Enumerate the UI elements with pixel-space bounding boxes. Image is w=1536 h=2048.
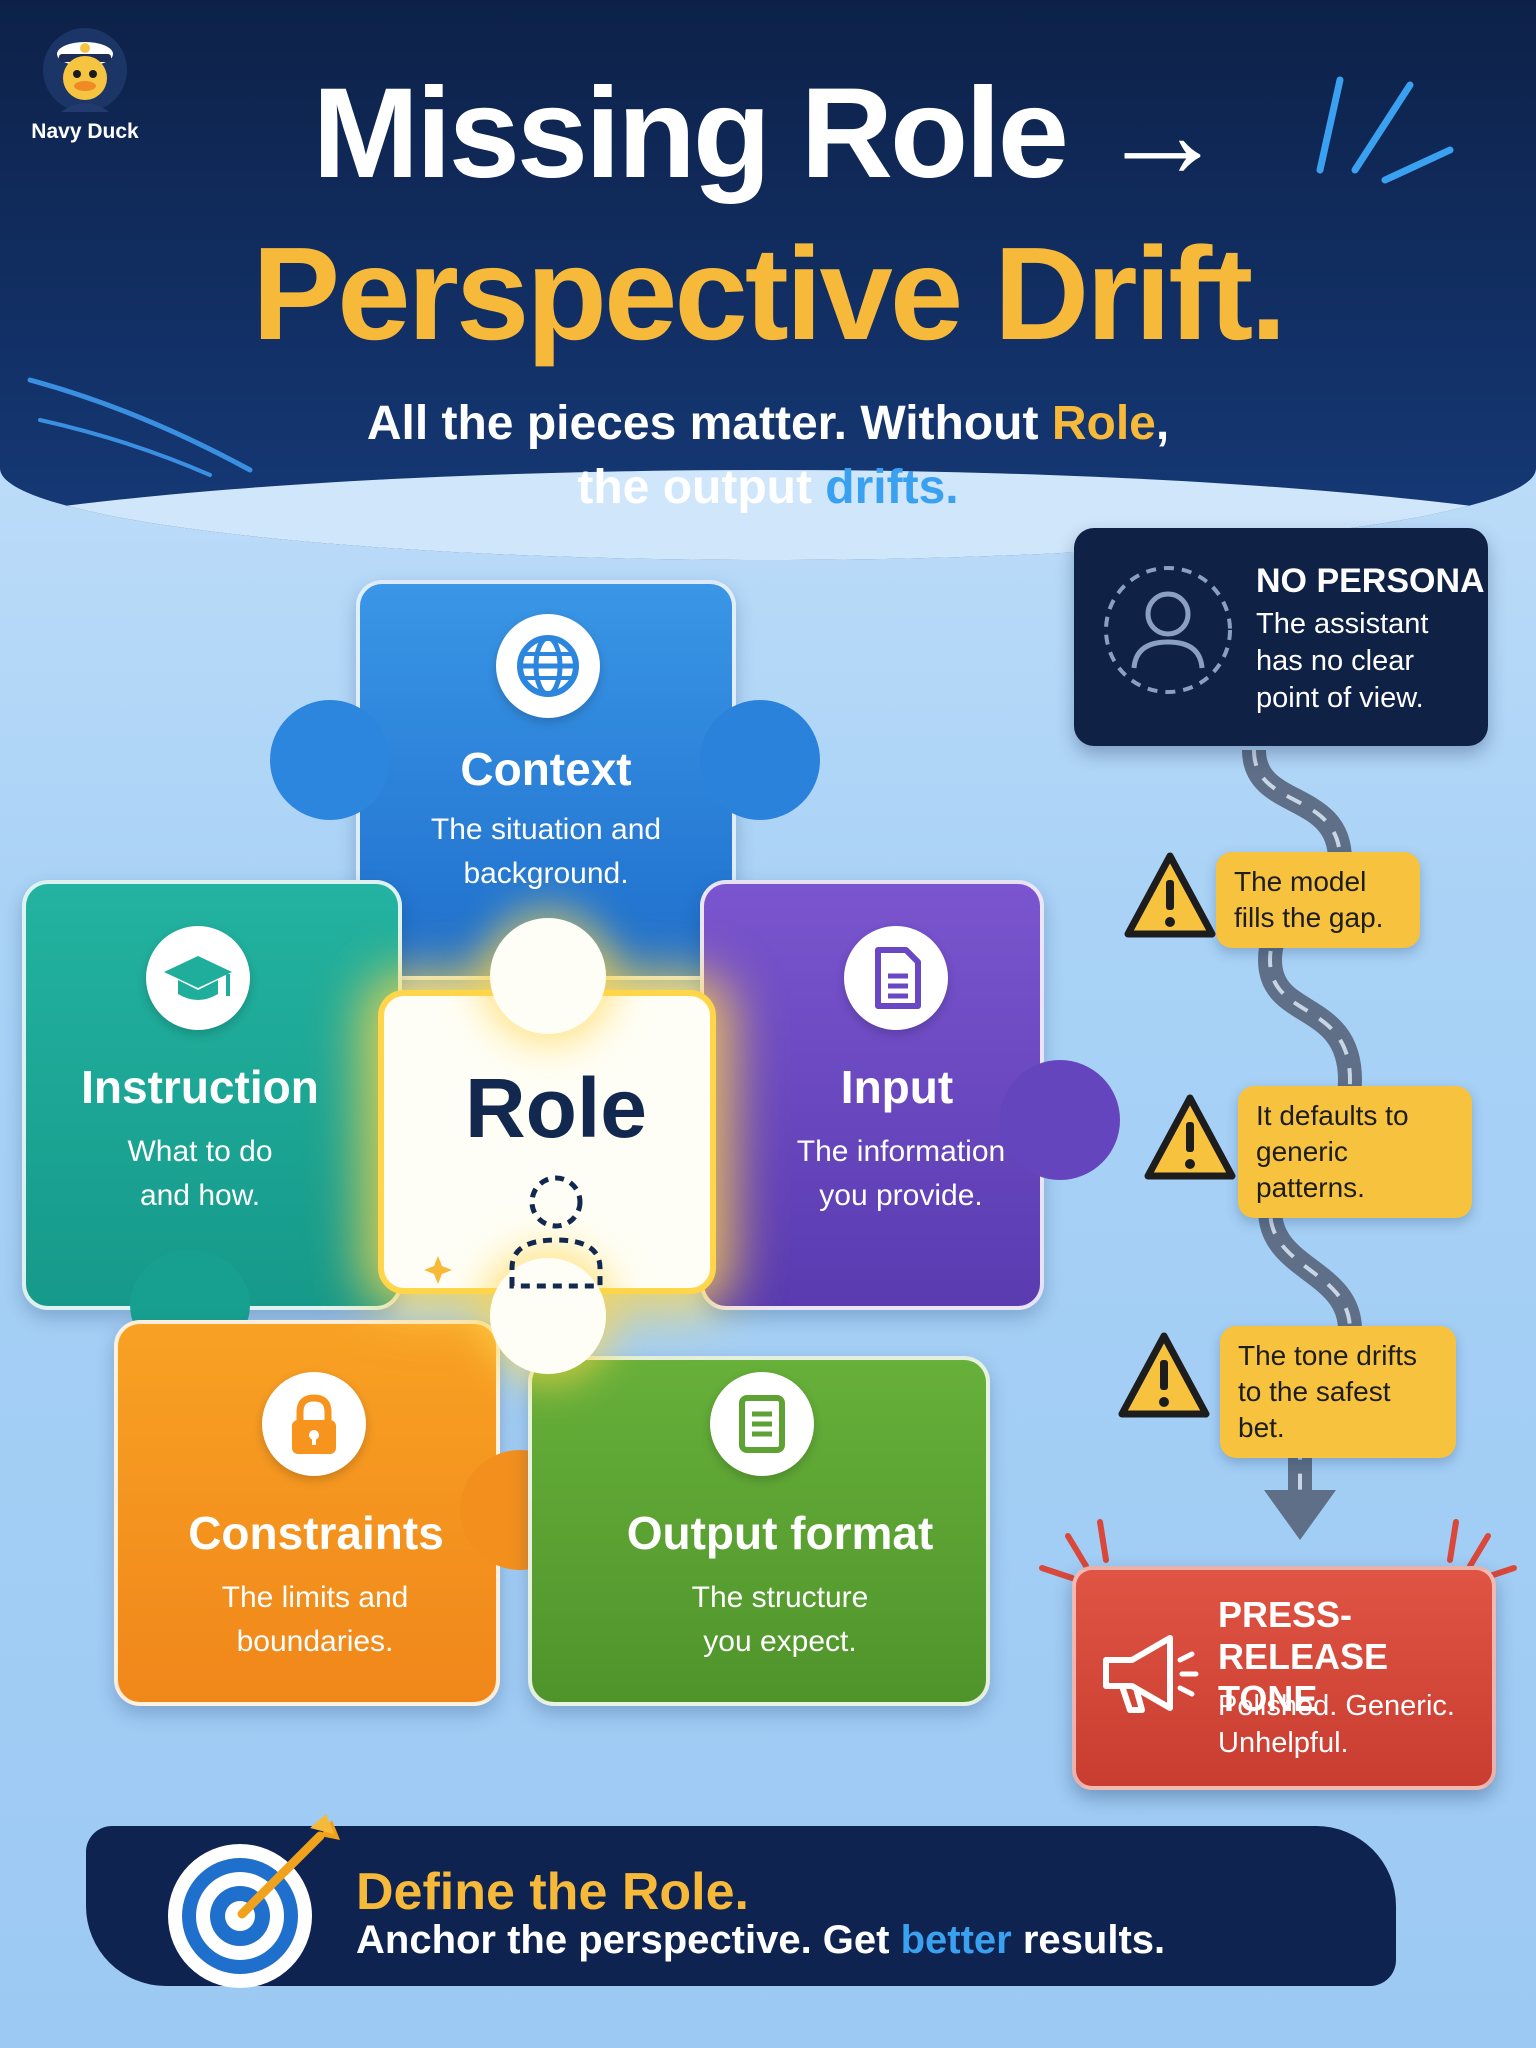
footer-text: Anchor the perspective. Get better resul…: [356, 1918, 1165, 1963]
subtitle-role-word: Role: [1051, 397, 1156, 450]
role-knob-bottom: [490, 1258, 606, 1374]
subtitle-comma: ,: [1155, 397, 1170, 450]
role-knob-top: [490, 918, 606, 1034]
subtitle-line-2: the output drifts.: [0, 456, 1536, 520]
input-knob-right: [1000, 1060, 1120, 1180]
subtitle-period: .: [945, 461, 959, 514]
warning-icon: [1124, 852, 1216, 938]
input-desc: The information you provide.: [796, 1135, 1006, 1212]
subtitle-text-2: the output: [577, 461, 826, 514]
input-icon-circle: [844, 926, 948, 1030]
duck-mascot-icon: [43, 28, 127, 112]
swoosh-lines-icon: [27, 377, 253, 477]
list-document-icon: [739, 1395, 785, 1453]
press-release-text: Polished. Generic. Unhelpful.: [1218, 1690, 1455, 1759]
role-label: Role: [464, 1061, 648, 1155]
no-persona-card: [1074, 528, 1488, 746]
subtitle-drifts-word: drifts: [825, 461, 946, 514]
constraints-icon-circle: [262, 1372, 366, 1476]
graduation-cap-icon: [164, 956, 232, 1000]
footer-title: Define the Role.: [356, 1863, 749, 1921]
sparkle-icon: [424, 1256, 452, 1284]
title-line-1: Missing Role →: [312, 62, 1227, 205]
warning-icon: [1118, 1332, 1210, 1418]
output-format-icon-circle: [710, 1372, 814, 1476]
input-label: Input: [840, 1061, 954, 1113]
puzzle-piece-role: [378, 990, 716, 1294]
constraints-desc: The limits and boundaries.: [221, 1581, 409, 1658]
subtitle-text: All the pieces matter. Without: [366, 397, 1052, 450]
target-arrow-icon: [168, 1814, 340, 1988]
footer-text-part-2: results.: [1011, 1918, 1166, 1962]
warning-icon: [1144, 1094, 1236, 1180]
lock-icon: [292, 1394, 336, 1454]
instruction-icon-circle: [146, 926, 250, 1030]
footer-text-part-1: Anchor the perspective. Get: [356, 1918, 901, 1962]
context-desc: The situation and background.: [430, 813, 662, 890]
footer-better-word: better: [900, 1918, 1012, 1962]
header-band: [0, 0, 1536, 560]
context-label: Context: [460, 743, 632, 795]
instruction-label: Instruction: [81, 1061, 319, 1113]
context-knob-left: [270, 700, 390, 820]
subtitle-line-1: All the pieces matter. Without Role,: [0, 392, 1536, 456]
output-format-desc: The structure you expect.: [691, 1581, 869, 1658]
press-release-title: PRESS-RELEASE TONE: [1218, 1594, 1389, 1719]
subtitle: All the pieces matter. Without Role, the…: [0, 392, 1536, 520]
person-dashed-icon: [1104, 566, 1232, 694]
document-icon: [875, 947, 921, 1009]
brand-name: Navy Duck: [31, 120, 139, 143]
no-persona-title: NO PERSONA: [1256, 562, 1485, 600]
brand-logo: Navy Duck: [20, 28, 150, 144]
globe-icon: [517, 635, 579, 697]
context-knob-right: [700, 700, 820, 820]
spark-lines-icon: [1316, 76, 1454, 184]
output-format-label: Output format: [626, 1507, 934, 1559]
flow-step-3: The tone drifts to the safest bet.: [1220, 1326, 1456, 1458]
megaphone-icon: [1103, 1635, 1199, 1713]
constraints-label: Constraints: [188, 1507, 444, 1559]
no-persona-text: The assistant has no clear point of view…: [1256, 608, 1429, 714]
instruction-desc: What to do and how.: [127, 1135, 273, 1212]
context-icon-circle: [496, 614, 600, 718]
person-outline-icon: [509, 1175, 603, 1289]
title-line-2: Perspective Drift.: [252, 220, 1287, 367]
press-release-card: [1072, 1566, 1496, 1790]
flow-step-1: The model fills the gap.: [1216, 852, 1420, 948]
flow-step-2: It defaults to generic patterns.: [1238, 1086, 1472, 1218]
